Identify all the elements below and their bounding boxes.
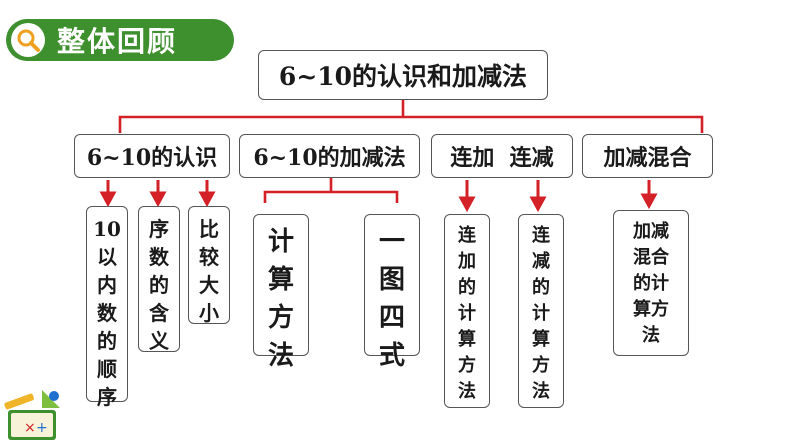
root-node: 6~10的认识和加减法: [258, 50, 548, 100]
section-badge: 整体回顾: [6, 19, 234, 61]
root-bracket: [118, 115, 704, 133]
branch-continuous: 连加 连减: [431, 134, 573, 178]
leaf-continuous-add-method: 连加的计算方法: [444, 214, 490, 408]
branch-recognition: 6~10的认识: [74, 134, 230, 178]
branch-mixed: 加减混合: [582, 134, 713, 178]
leaf-compare-size: 比较大小: [188, 206, 230, 325]
stationery-clipart-icon: × +: [4, 390, 60, 440]
section-title: 整体回顾: [57, 25, 178, 58]
leaf-mixed-calc-method: 加减混合的计算方法: [613, 210, 689, 356]
leaf-ordinal-meaning: 序数的含义: [138, 206, 180, 353]
addsub-bracket: [263, 190, 399, 203]
leaf-continuous-sub-method: 连减的计算方法: [518, 214, 564, 408]
svg-text:+: +: [36, 420, 48, 436]
leaf-one-picture-four-equations: 一图四式: [364, 214, 420, 371]
svg-text:×: ×: [24, 420, 36, 436]
leaf-calc-method: 计算方法: [253, 214, 309, 371]
branch-add-subtract: 6~10的加减法: [239, 134, 420, 178]
magnifier-icon: [11, 23, 45, 57]
